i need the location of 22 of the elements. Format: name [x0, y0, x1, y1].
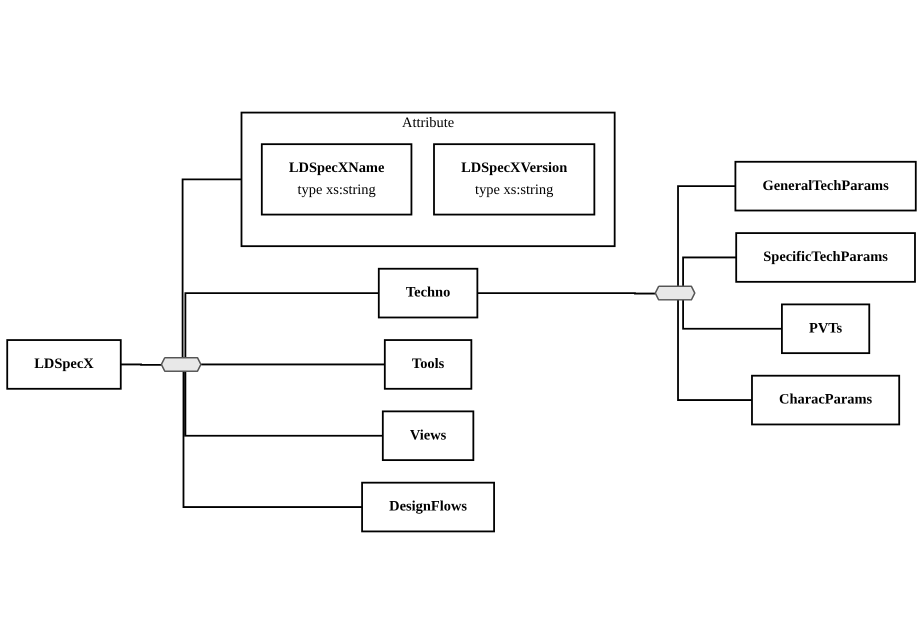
node-box: LDSpecXName type xs:string	[260, 143, 412, 216]
connector	[682, 256, 736, 287]
node-box: DesignFlows	[361, 482, 495, 532]
connector	[184, 372, 383, 437]
node-box: SpecificTechParams	[735, 232, 916, 283]
node-box: LDSpecX	[6, 339, 122, 390]
connector	[182, 372, 362, 508]
connector	[677, 300, 752, 401]
node-box: PVTs	[781, 304, 870, 354]
connector	[677, 185, 736, 287]
node-box: Tools	[384, 339, 472, 390]
connector	[476, 292, 656, 294]
node-box: CharacParams	[751, 374, 900, 426]
node-box: Techno	[378, 268, 478, 318]
connector	[182, 178, 242, 358]
node-box: Views	[382, 410, 474, 462]
connector	[184, 292, 379, 358]
node-box: LDSpecXVersion type xs:string	[433, 143, 596, 216]
connector	[682, 300, 782, 330]
node-box: GeneralTechParams	[734, 160, 917, 212]
connector	[200, 364, 385, 366]
connector	[120, 364, 162, 366]
